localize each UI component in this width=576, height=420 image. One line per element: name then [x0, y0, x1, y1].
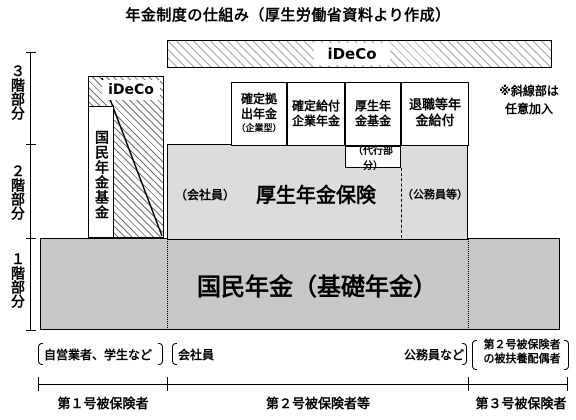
taishoku-box: 退職等年金給付 [401, 82, 469, 146]
tier3-label: ３階部分 [9, 64, 25, 120]
bracket-employee-left [172, 343, 177, 365]
label-dependent-line1: 第２号被保険者 [483, 338, 561, 351]
kaishain-paren: （会社員） [174, 187, 235, 202]
category-tick-1 [38, 377, 39, 391]
tier-axis [30, 52, 38, 330]
kosei-hoken-bar [167, 144, 468, 240]
taishoku-label: 退職等年金給付 [408, 98, 461, 129]
ideco-top-label: iDeCo [314, 43, 390, 65]
tier3-tick-top [26, 52, 36, 53]
kosei-hoken-label: 厚生年金保険 [256, 182, 376, 207]
category-axis [38, 384, 568, 385]
kokumin-nenkin-label: 国民年金（基礎年金） [197, 272, 437, 301]
category-first: 第１号被保険者 [57, 396, 149, 412]
separator-kosei-komuin [401, 168, 402, 238]
kakutei-kyoshutsu-box: 確定拠出年金 （企業型） [231, 82, 287, 146]
category-tick-3 [468, 377, 469, 391]
page-title: 年金制度の仕組み（厚生労働省資料より作成） [125, 6, 451, 24]
category-tick-2 [167, 377, 168, 391]
category-tick-4 [567, 377, 568, 391]
diagonal-line [101, 77, 163, 237]
label-dependent: 第２号被保険者 の被扶養配偶者 [478, 338, 566, 366]
note-line1: ※斜線部は [499, 84, 559, 98]
tier-tick-2-1 [26, 238, 36, 239]
kokumin-kikin-label: 国民年金基金 [93, 130, 109, 220]
category-second: 第２号被保険者等 [265, 396, 370, 412]
kakutei-kyufu-label: 確定給付企業年金 [291, 99, 340, 128]
tier1-tick-bottom [26, 330, 36, 331]
tier2-label: ２階部分 [9, 164, 25, 220]
kosei-kikin-box: 厚生年金基金 [345, 82, 401, 146]
bracket-public-right [462, 343, 467, 365]
label-self-employed: 自営業者、学生など [44, 348, 153, 362]
tier-tick-3-2 [26, 144, 36, 145]
note: ※斜線部は 任意加入 [484, 82, 574, 118]
kosei-kikin-label: 厚生年金基金 [354, 99, 391, 128]
kokumin-kikin-box [88, 106, 114, 238]
kakutei-kyoshutsu-label: 確定拠出年金 [240, 91, 277, 121]
category-third: 第３号被保険者 [475, 396, 567, 412]
label-public: 公務員など [403, 348, 464, 362]
kakutei-kyufu-box: 確定給付企業年金 [287, 82, 345, 146]
label-dependent-line2: の被扶養配偶者 [483, 352, 561, 365]
bracket-self-left [38, 343, 43, 365]
tier1-label: １階部分 [9, 252, 25, 308]
ideco-left-label: iDeCo [102, 80, 160, 100]
daiko-box: （代行部分） [345, 146, 401, 172]
separator-2-3 [468, 238, 469, 330]
bracket-self-right [158, 343, 163, 365]
kokumin-nenkin-bar [40, 238, 560, 330]
separator-1-2 [167, 238, 168, 330]
kakutei-kyoshutsu-sub: （企業型） [236, 123, 282, 134]
ideco-left-diagonal [101, 77, 163, 237]
note-line2: 任意加入 [504, 102, 553, 116]
bracket-dependent-left [472, 340, 477, 370]
komuin-paren: （公務員等） [402, 188, 468, 201]
bracket-dependent-right [564, 340, 569, 370]
label-employee: 会社員 [178, 348, 215, 362]
